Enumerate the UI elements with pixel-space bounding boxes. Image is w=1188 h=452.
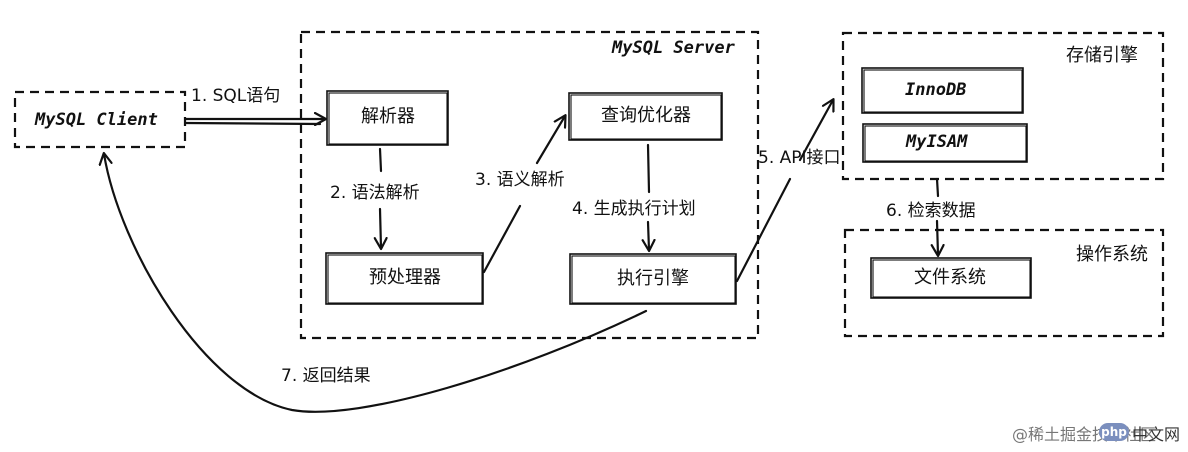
edge-label-syntax: 2. 语法解析 bbox=[330, 183, 420, 203]
optimizer-box bbox=[568, 92, 723, 141]
myisam-box bbox=[862, 123, 1028, 163]
innodb-label: InnoDB bbox=[905, 80, 967, 100]
edge-label-sql: 1. SQL语句 bbox=[191, 86, 281, 106]
os-container bbox=[843, 228, 1165, 338]
php-badge: php bbox=[1099, 423, 1129, 441]
php-badge-suffix: 中文网 bbox=[1132, 425, 1181, 444]
client-box bbox=[13, 90, 187, 149]
arrow-api bbox=[735, 177, 792, 283]
filesystem-box bbox=[870, 257, 1032, 299]
optimizer-label: 查询优化器 bbox=[601, 105, 691, 126]
filesystem-label: 文件系统 bbox=[914, 267, 986, 288]
edge-label-plan: 4. 生成执行计划 bbox=[572, 199, 696, 219]
preprocessor-label: 预处理器 bbox=[369, 267, 441, 288]
edge-label-api: 5. API接口 bbox=[758, 148, 841, 168]
edge-label-return: 7. 返回结果 bbox=[281, 366, 371, 386]
mysql-server-container bbox=[299, 30, 760, 340]
arrow-plan bbox=[646, 143, 651, 194]
executor-box bbox=[569, 253, 737, 305]
preprocessor-box bbox=[325, 252, 484, 305]
arrow-semantic bbox=[482, 204, 522, 274]
arrow-retrieve bbox=[935, 177, 940, 198]
os-title: 操作系统 bbox=[1076, 244, 1148, 265]
parser-box bbox=[326, 90, 449, 146]
mysql-server-title: MySQL Server bbox=[612, 38, 735, 58]
executor-label: 执行引擎 bbox=[617, 268, 689, 289]
arrow-syntax bbox=[378, 147, 383, 173]
storage-engine-title: 存储引擎 bbox=[1066, 45, 1138, 66]
innodb-box bbox=[861, 67, 1024, 114]
edge-label-retrieve: 6. 检索数据 bbox=[886, 201, 976, 221]
myisam-label: MyISAM bbox=[906, 132, 968, 152]
arrow-return bbox=[104, 154, 648, 413]
edge-label-semantic: 3. 语义解析 bbox=[475, 170, 565, 190]
client-label: MySQL Client bbox=[35, 110, 158, 130]
parser-label: 解析器 bbox=[361, 106, 415, 127]
storage-engine-container bbox=[841, 31, 1165, 181]
